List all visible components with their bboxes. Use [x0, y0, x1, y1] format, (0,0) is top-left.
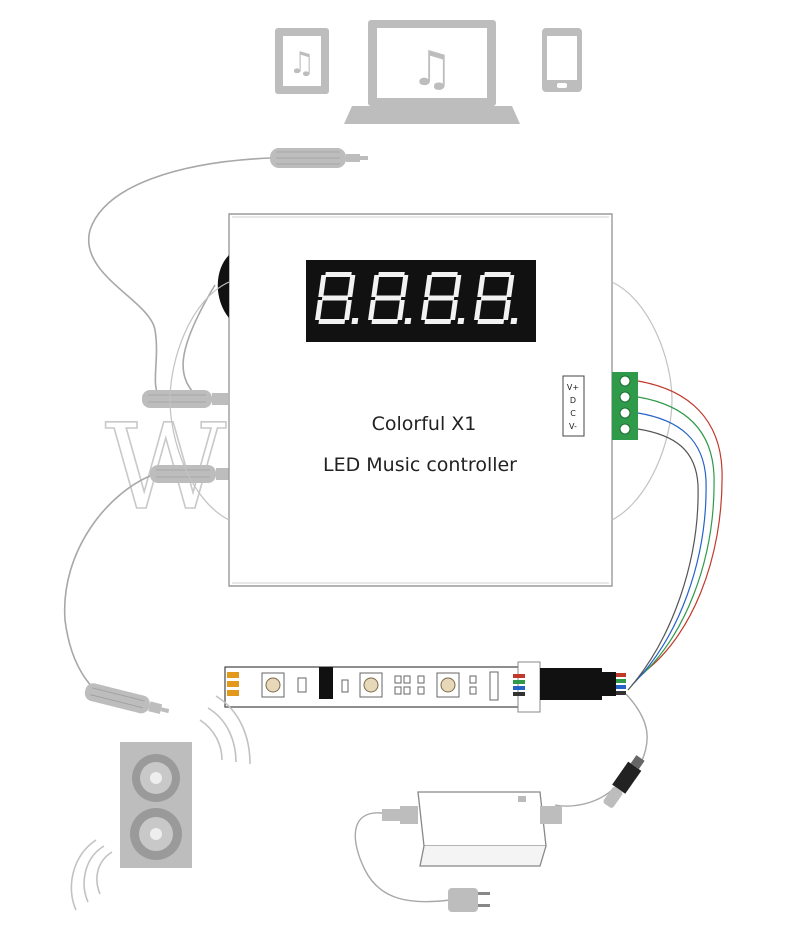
- terminal-label-strip: V+ D C V-: [562, 375, 585, 437]
- dc-connector: [603, 755, 645, 808]
- laptop-icon: ♫: [344, 20, 520, 124]
- controller-title: Colorful X1: [372, 413, 477, 435]
- audio-jack-input-1: [142, 390, 228, 408]
- terminal-block: [612, 372, 638, 440]
- ac-plug: [448, 888, 490, 912]
- sound-waves-icon: [70, 695, 251, 911]
- display-digit-3: [421, 272, 465, 324]
- display-digit-1: [315, 272, 359, 324]
- svg-text:♫: ♫: [410, 41, 453, 97]
- audio-jack-input-2: [150, 465, 230, 483]
- ac-cable: [354, 812, 451, 903]
- strip-connector: [540, 668, 626, 700]
- power-adapter: [382, 791, 562, 867]
- display-digit-2: [368, 272, 412, 324]
- audio-cable-speaker: [63, 473, 156, 691]
- audio-cable-top: [87, 157, 271, 399]
- tablet-icon: ♫: [275, 28, 329, 94]
- pin-label-c: C: [570, 409, 576, 418]
- led-chip-3: [436, 672, 460, 698]
- speaker-icon: [120, 742, 192, 868]
- side-knob: [217, 255, 229, 318]
- ic-chip: [319, 667, 333, 699]
- led-strip: [224, 661, 541, 713]
- svg-text:♫: ♫: [289, 46, 316, 81]
- led-display: [306, 260, 536, 342]
- audio-jack-top: [270, 148, 368, 168]
- led-chip-1: [261, 672, 285, 698]
- adapter-indicator: [518, 796, 526, 802]
- audio-jack-speaker: [84, 683, 170, 715]
- phone-icon: [542, 28, 582, 92]
- terminal-wires: [627, 380, 723, 691]
- led-chip-2: [359, 672, 383, 698]
- power-wires: [554, 693, 648, 807]
- display-digit-4: [474, 272, 518, 324]
- controller-subtitle: LED Music controller: [323, 454, 517, 476]
- pin-label-vplus: V+: [567, 383, 579, 392]
- pin-label-vminus: V-: [569, 422, 577, 431]
- pin-label-d: D: [570, 396, 576, 405]
